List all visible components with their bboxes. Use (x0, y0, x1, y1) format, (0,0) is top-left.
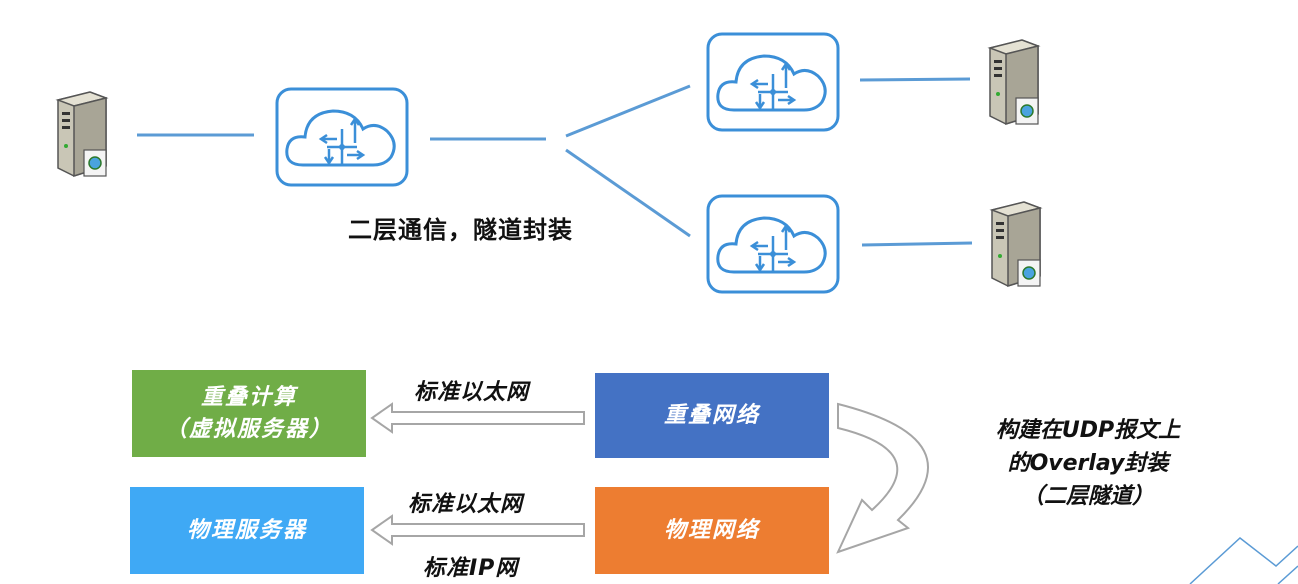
curved-arrow-down (836, 402, 929, 554)
overlay-compute-subtitle: （虚拟服务器） (164, 416, 333, 442)
cloud-router-icon (275, 87, 409, 187)
hollow-arrow-left-bottom (370, 514, 585, 546)
overlay-network-label: 重叠网络 (663, 402, 760, 428)
physical-network-label: 物理网络 (663, 517, 760, 543)
link-split-to-upper-cloud (565, 84, 691, 138)
server-icon (987, 39, 1041, 126)
server-icon (989, 201, 1043, 288)
physical-network-box: 物理网络 (595, 487, 829, 574)
note-line-2: 的Overlay封装 (1007, 451, 1169, 476)
cloud-router-icon (706, 32, 840, 132)
link-upper-cloud-to-server (859, 77, 971, 82)
hollow-arrow-left-top (370, 402, 585, 434)
note-line-1: 构建在UDP报文上 (995, 418, 1181, 443)
physical-server-label: 物理服务器 (186, 517, 307, 543)
overlay-compute-title: 重叠计算 (200, 384, 297, 410)
overlay-encapsulation-note: 构建在UDP报文上 的Overlay封装 （二层隧道） (968, 414, 1208, 513)
server-icon (55, 91, 109, 178)
link-lower-cloud-to-server (861, 241, 973, 247)
link-split-to-lower-cloud (565, 148, 691, 238)
arrow-label-ethernet-bottom: 标准以太网 (408, 492, 524, 517)
note-line-3: （二层隧道） (1021, 484, 1154, 509)
arrow-label-ip: 标准IP网 (423, 556, 519, 581)
cloud-router-icon (706, 194, 840, 294)
tunnel-caption: 二层通信，隧道封装 (348, 216, 573, 244)
physical-server-box: 物理服务器 (130, 487, 364, 574)
corner-decoration (1189, 537, 1298, 584)
arrow-label-ethernet-top: 标准以太网 (414, 380, 530, 405)
overlay-network-box: 重叠网络 (595, 373, 829, 458)
overlay-compute-box: 重叠计算 （虚拟服务器） (132, 370, 366, 457)
